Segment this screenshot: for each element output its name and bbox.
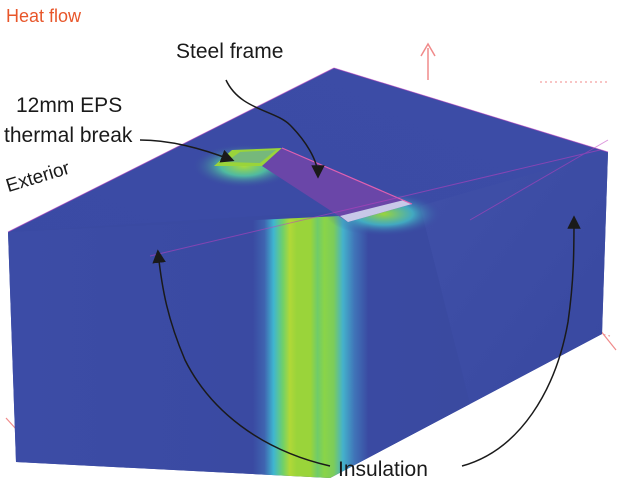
- eps-label-line1: 12mm EPS: [16, 94, 123, 117]
- steel-frame-edge: [340, 200, 412, 222]
- steel-frame-label: Steel frame: [176, 40, 284, 63]
- eps-arrow-icon: [139, 139, 235, 163]
- insulation-label: Insulation: [338, 458, 428, 481]
- insulation-arrow-left-icon: [152, 249, 331, 467]
- heat-flow-label: Heat flow: [6, 6, 82, 26]
- front-face: [8, 206, 470, 478]
- axis-arrow-icon: [420, 42, 436, 57]
- annotation-arrows: [139, 79, 581, 467]
- insulation-arrow-right-icon: [461, 215, 581, 467]
- steel-frame-arrow-icon: [225, 79, 325, 179]
- eps-label-line2: thermal break: [4, 124, 133, 147]
- end-face-main: [420, 152, 608, 404]
